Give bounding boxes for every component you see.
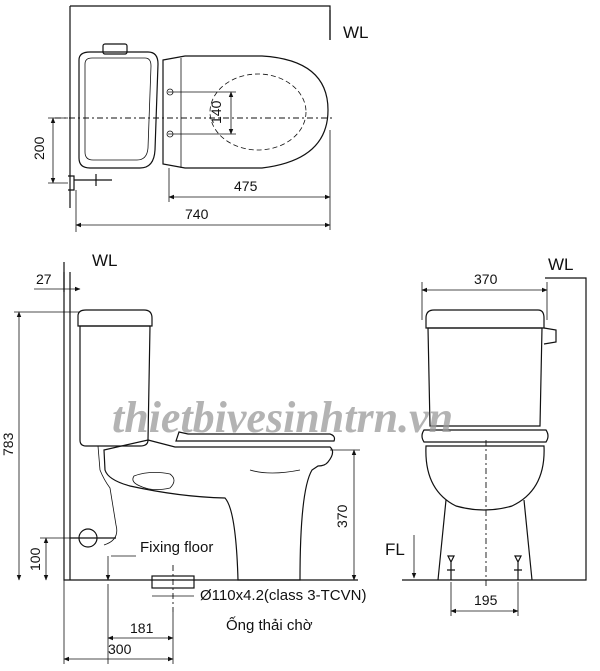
dim-fixing-height: 100 bbox=[27, 547, 43, 571]
floor-bolt-left bbox=[447, 555, 455, 580]
front-wall-label: WL bbox=[548, 255, 574, 274]
front-wall-floor bbox=[402, 277, 587, 581]
supply-hose bbox=[97, 445, 118, 546]
flush-button bbox=[102, 43, 128, 55]
dim-bolt-spacing: 195 bbox=[474, 592, 498, 608]
top-wall-label: WL bbox=[343, 23, 369, 42]
dim-outlet-center: 181 bbox=[130, 620, 154, 636]
top-wall-outline bbox=[69, 5, 331, 208]
pipe-spec-label: Ø110x4.2(class 3-TCVN) bbox=[200, 587, 366, 604]
tank-body-side bbox=[79, 325, 151, 447]
dim-width: 370 bbox=[474, 271, 498, 287]
dim-wall-gap: 27 bbox=[36, 271, 52, 287]
floor-label: FL bbox=[385, 540, 405, 559]
pipe-name-label: Ống thải chờ bbox=[226, 616, 313, 634]
tank-lid-side bbox=[77, 309, 153, 327]
dim-seat-height: 370 bbox=[334, 504, 350, 528]
bowl-detail bbox=[249, 469, 301, 474]
pedestal-front bbox=[437, 499, 533, 581]
side-view: WL 27 783 370 100 Fixing floor bbox=[0, 251, 366, 664]
top-view: WL 140 200 475 740 bbox=[31, 5, 369, 232]
seat-lid-side bbox=[175, 431, 336, 442]
dim-hole-spacing: 140 bbox=[208, 100, 224, 124]
dim-outlet-total: 300 bbox=[108, 641, 132, 657]
tank-top bbox=[78, 51, 159, 169]
dim-offset: 200 bbox=[31, 136, 47, 160]
flush-lever bbox=[543, 327, 557, 345]
front-view: WL FL 370 195 bbox=[385, 255, 587, 616]
bowl-front bbox=[425, 445, 545, 511]
dim-seat-depth: 475 bbox=[234, 178, 258, 194]
dim-length: 740 bbox=[185, 206, 209, 222]
tank-lid-front bbox=[425, 309, 545, 329]
bowl-opening bbox=[209, 73, 307, 151]
seat-outline bbox=[162, 55, 329, 169]
dim-total-height: 783 bbox=[0, 432, 16, 456]
watermark: thietbivesinhtrn.vn bbox=[112, 393, 453, 442]
side-wall-label: WL bbox=[92, 251, 118, 270]
trapway-side bbox=[132, 472, 175, 490]
tank-top-inner bbox=[84, 57, 152, 161]
tank-body-front bbox=[427, 327, 543, 427]
floor-bolt-right bbox=[514, 555, 522, 580]
fixing-floor-label: Fixing floor bbox=[140, 539, 213, 556]
supply-valve bbox=[68, 174, 112, 191]
seat-front bbox=[421, 429, 549, 443]
bowl-body-side bbox=[103, 439, 334, 581]
